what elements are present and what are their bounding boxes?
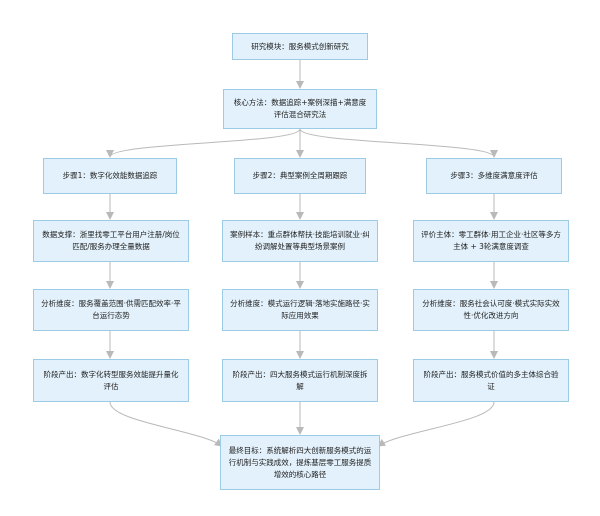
- output1-node: 阶段产出：数字化转型服务效能提升量化评估: [33, 359, 189, 402]
- output3-label: 阶段产出：服务模式价值的多主体综合验证: [423, 369, 559, 391]
- case-sample-label: 案例样本：重点群体帮扶·技能培训就业·纠纷调解处置等典型场景案例: [230, 230, 370, 251]
- output2-node: 阶段产出：四大服务模式运行机制深度拆解: [222, 359, 378, 402]
- eval-subject-label: 评价主体：零工群体·用工企业·社区等多方主体 + 3轮满意度调查: [421, 230, 561, 251]
- analysis2-label: 分析维度：模式运行逻辑·落地实施路径·实际应用效果: [230, 299, 370, 320]
- step3-label: 步骤3：多维度满意度评估: [450, 171, 538, 180]
- core-method-label: 核心方法：数据追踪+案例深描+满意度评估混合研究法: [233, 98, 367, 119]
- step3-node: 步骤3：多维度满意度评估: [426, 158, 562, 194]
- output2-label: 阶段产出：四大服务模式运行机制深度拆解: [232, 369, 368, 391]
- analysis1-node: 分析维度：服务覆盖范围·供需匹配效率·平台运行态势: [33, 289, 189, 331]
- step1-label: 步骤1：数字化效能数据追踪: [62, 171, 158, 180]
- analysis1-label: 分析维度：服务覆盖范围·供需匹配效率·平台运行态势: [41, 299, 181, 320]
- core-method-node: 核心方法：数据追踪+案例深描+满意度评估混合研究法: [223, 89, 377, 129]
- data-support-node: 数据支撑：浙里找零工平台用户注册/岗位匹配/服务办理全量数据: [33, 220, 189, 262]
- research-module-label: 研究模块：服务模式创新研究: [251, 41, 349, 51]
- case-sample-node: 案例样本：重点群体帮扶·技能培训就业·纠纷调解处置等典型场景案例: [222, 220, 378, 262]
- edge-output3-to-goal: [377, 401, 495, 447]
- edge-method-to-step3: [299, 128, 498, 158]
- step2-label: 步骤2：典型案例全周期跟踪: [252, 171, 348, 180]
- analysis3-label: 分析维度：服务社会认可度·模式实际实效性·优化改进方向: [422, 299, 560, 320]
- step1-node: 步骤1：数字化效能数据追踪: [43, 158, 177, 194]
- data-support-label: 数据支撑：浙里找零工平台用户注册/岗位匹配/服务办理全量数据: [42, 230, 180, 251]
- analysis3-node: 分析维度：服务社会认可度·模式实际实效性·优化改进方向: [413, 289, 569, 331]
- output1-label: 阶段产出：数字化转型服务效能提升量化评估: [43, 369, 179, 391]
- edge-output1-to-goal: [109, 401, 223, 447]
- step2-node: 步骤2：典型案例全周期跟踪: [234, 158, 366, 194]
- final-goal-label: 最终目标：系统解析四大创新服务模式的运行机制与实践成效，提炼基层零工服务提质增效…: [228, 445, 372, 479]
- edge-method-to-step1: [106, 128, 301, 158]
- output3-node: 阶段产出：服务模式价值的多主体综合验证: [413, 359, 569, 402]
- eval-subject-node: 评价主体：零工群体·用工企业·社区等多方主体 + 3轮满意度调查: [413, 220, 569, 262]
- analysis2-node: 分析维度：模式运行逻辑·落地实施路径·实际应用效果: [222, 289, 378, 331]
- research-module-node: 研究模块：服务模式创新研究: [232, 33, 368, 60]
- final-goal-node: 最终目标：系统解析四大创新服务模式的运行机制与实践成效，提炼基层零工服务提质增效…: [220, 435, 380, 490]
